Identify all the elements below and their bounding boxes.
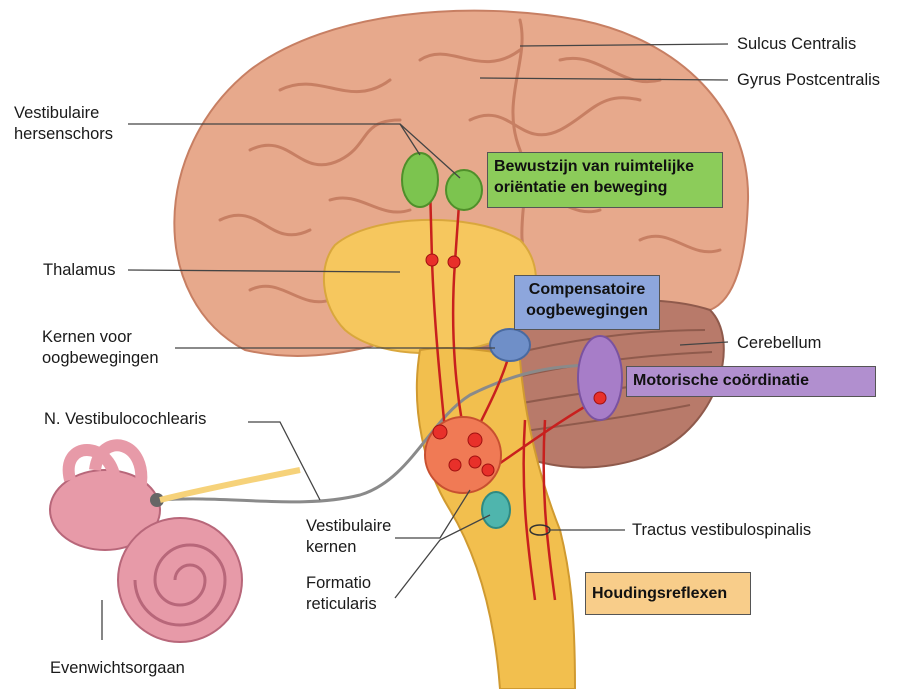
label-eye-movement-nuclei: Kernen voor oogbewegingen [42, 328, 159, 367]
label-cerebellum: Cerebellum [737, 334, 822, 352]
motor-nucleus [577, 335, 623, 421]
cortex-nucleus-left [401, 152, 439, 208]
function-box-motor-coordination: Motorische coördinatie [626, 366, 876, 397]
inner-ear [49, 439, 301, 643]
label-balance-organ: Evenwichtsorgaan [50, 659, 185, 677]
label-n-vestibulocochlearis: N. Vestibulocochlearis [44, 410, 207, 428]
synapse-dots [425, 253, 607, 477]
cortex-nucleus-right [445, 169, 483, 211]
label-gyrus-postcentralis: Gyrus Postcentralis [737, 71, 881, 89]
label-sulcus-centralis: Sulcus Centralis [737, 35, 857, 53]
function-box-compensatory-eye-movements: Compensatoire oogbewegingen [514, 275, 660, 330]
label-vestibular-cortex: Vestibulaire hersenschors [14, 104, 114, 143]
function-box-awareness: Bewustzijn van ruimtelijke oriëntatie en… [487, 152, 723, 208]
label-tractus-vestibulospinalis: Tractus vestibulospinalis [632, 521, 812, 539]
vestibular-nerve [159, 363, 601, 504]
label-vestibular-nuclei: Vestibulaire kernen [306, 517, 392, 556]
function-box-postural-reflexes: Houdingsreflexen [585, 572, 751, 615]
leader-lines [101, 43, 729, 640]
label-thalamus: Thalamus [43, 261, 116, 279]
label-formatio-reticularis: Formatio reticularis [306, 574, 377, 613]
cortex-folds [218, 18, 722, 304]
reticular-nucleus [481, 491, 511, 529]
eye-nucleus [489, 328, 531, 362]
